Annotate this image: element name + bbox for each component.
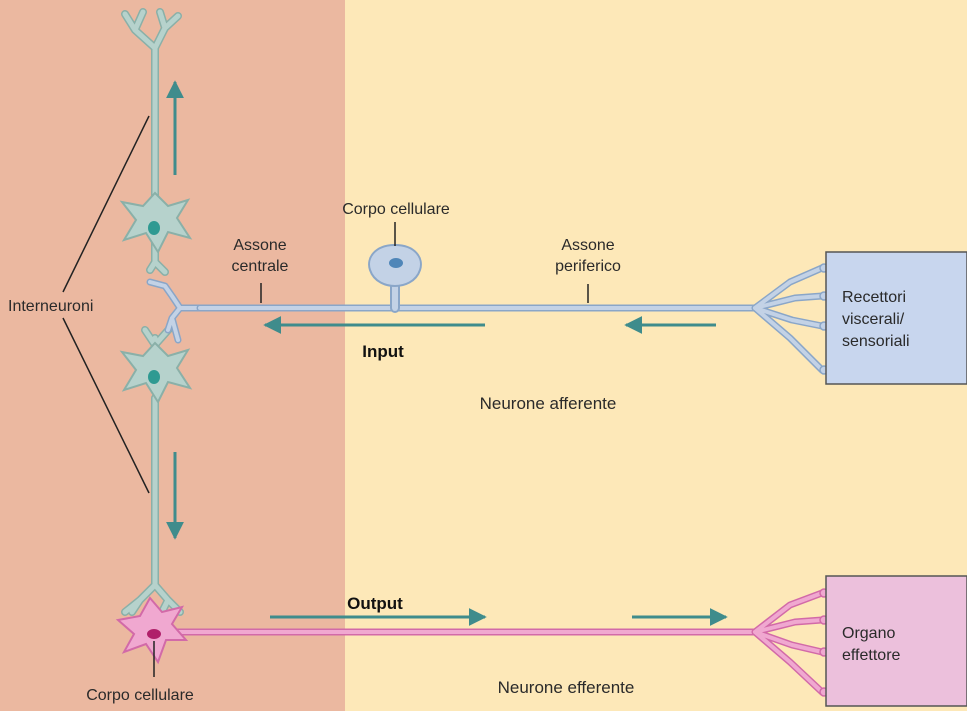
label-neurone-afferente: Neurone afferente [480, 394, 617, 413]
label-recettori-line2: viscerali/ [842, 311, 905, 328]
label-assone-centrale-line1: Assone [233, 237, 286, 254]
label-recettori-line1: Recettori [842, 289, 906, 306]
label-input: Input [362, 342, 404, 361]
efferent-nucleus [147, 629, 161, 639]
label-assone-periferico-line2: periferico [555, 258, 621, 275]
label-output: Output [347, 594, 403, 613]
label-assone-centrale-line2: centrale [232, 258, 289, 275]
label-recettori-line3: sensoriali [842, 333, 910, 350]
label-assone-periferico-line1: Assone [561, 237, 614, 254]
upper-interneuron-nucleus [148, 221, 160, 235]
lower-interneuron-nucleus [148, 370, 160, 384]
label-organo-line1: Organo [842, 625, 895, 642]
label-corpo-cellulare-bottom: Corpo cellulare [86, 687, 194, 704]
label-organo-line2: effettore [842, 647, 901, 664]
afferent-nucleus [389, 258, 403, 268]
label-neurone-efferente: Neurone efferente [498, 678, 635, 697]
label-corpo-cellulare-top: Corpo cellulare [342, 201, 450, 218]
label-interneuroni: Interneuroni [8, 298, 93, 315]
